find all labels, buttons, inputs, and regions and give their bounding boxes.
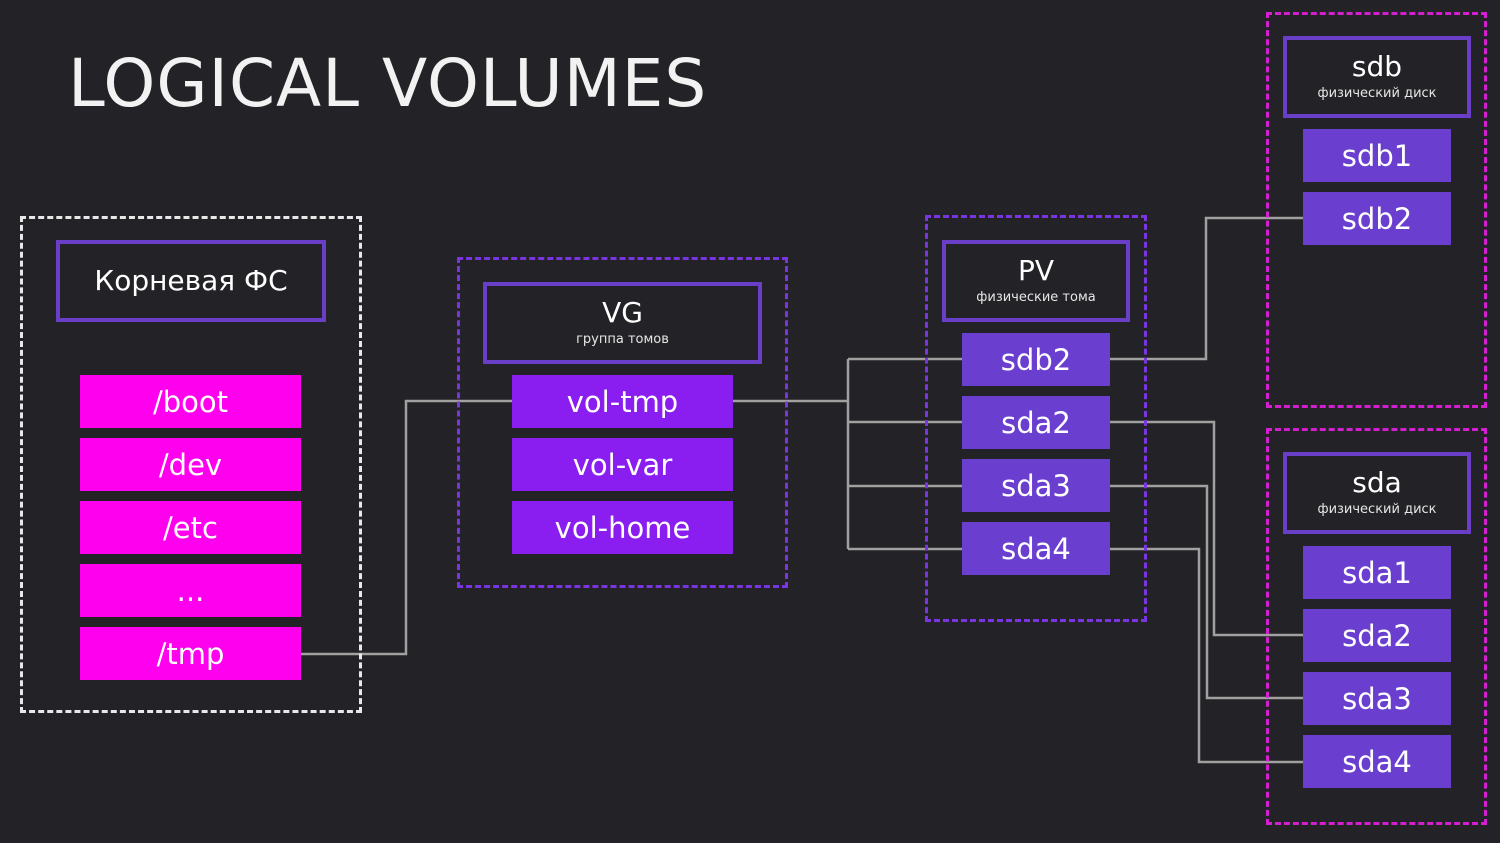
disk-sda-header-label: sda: [1352, 466, 1402, 499]
pv-header-sublabel: физические тома: [976, 290, 1096, 305]
fs-item-boot: /boot: [80, 375, 301, 428]
fs-item-tmp: /tmp: [80, 627, 301, 680]
page-title: LOGICAL VOLUMES: [68, 45, 708, 122]
connector-pv-sda4-to-disk: [1109, 547, 1303, 764]
disk-sdb-item-sdb1: sdb1: [1303, 129, 1451, 182]
disk-sda-item-sda3: sda3: [1303, 672, 1451, 725]
disk-sda-header-sublabel: физический диск: [1317, 502, 1437, 517]
root-fs-group: [20, 216, 362, 713]
connector-pv-sda3-to-disk: [1109, 484, 1303, 700]
disk-sdb-header-label: sdb: [1351, 50, 1403, 83]
vg-header-label: VG: [602, 296, 643, 329]
connector-pv-sda2-to-disk: [1109, 420, 1303, 637]
vg-header-sublabel: группа томов: [576, 332, 669, 347]
pv-item-sda4: sda4: [962, 522, 1110, 575]
disk-sdb-group: [1266, 12, 1487, 408]
pv-item-sda2: sda2: [962, 396, 1110, 449]
disk-sdb-header: sdb физический диск: [1283, 36, 1471, 118]
disk-sdb-item-sdb2: sdb2: [1303, 192, 1451, 245]
disk-sda-item-sda2: sda2: [1303, 609, 1451, 662]
pv-item-sda3: sda3: [962, 459, 1110, 512]
vg-header: VG группа томов: [483, 282, 762, 364]
lv-item-vol-home: vol-home: [512, 501, 733, 554]
disk-sdb-header-sublabel: физический диск: [1317, 86, 1437, 101]
connector-pv-sdb2-to-disk: [1109, 216, 1303, 361]
lv-item-vol-var: vol-var: [512, 438, 733, 491]
disk-sda-item-sda1: sda1: [1303, 546, 1451, 599]
vg-group: [457, 257, 788, 588]
disk-sda-header: sda физический диск: [1283, 452, 1471, 534]
fs-item-etc: /etc: [80, 501, 301, 554]
pv-group: [925, 215, 1147, 622]
lv-item-vol-tmp: vol-tmp: [512, 375, 733, 428]
disk-sda-group: [1266, 428, 1487, 825]
fs-item-dev: /dev: [80, 438, 301, 491]
root-fs-header-label: Корневая ФС: [94, 264, 288, 297]
pv-item-sdb2: sdb2: [962, 333, 1110, 386]
pv-header-label: PV: [1017, 254, 1055, 287]
disk-sda-item-sda4: sda4: [1303, 735, 1451, 788]
fs-item-ellipsis: ...: [80, 564, 301, 617]
root-fs-header: Корневая ФС: [56, 240, 326, 322]
pv-header: PV физические тома: [942, 240, 1130, 322]
